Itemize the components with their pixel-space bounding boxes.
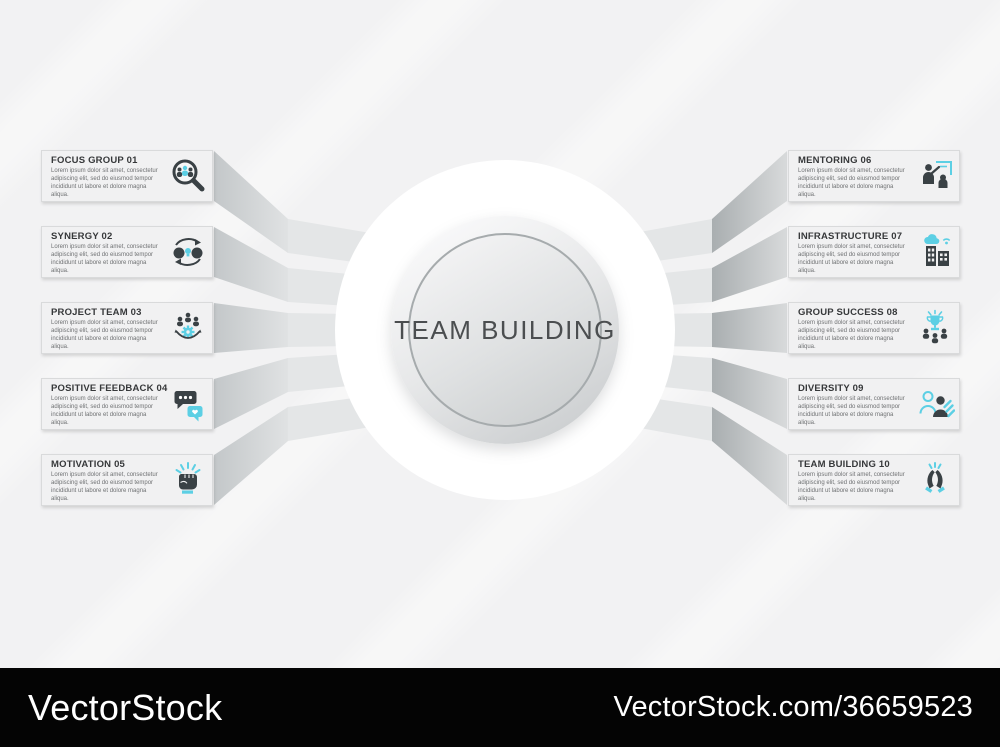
fist-rays-icon [168,460,208,500]
team-gear-icon [168,308,208,348]
card-title: SYNERGY 02 [51,231,113,242]
card-focus-group: FOCUS GROUP 01 Lorem ipsum dolor sit ame… [41,150,213,202]
magnifier-people-icon [168,156,208,196]
card-title: MOTIVATION 05 [51,459,126,470]
card-body: Lorem ipsum dolor sit amet, consectetur … [798,320,905,350]
card-body: Lorem ipsum dolor sit amet, consectetur … [798,168,905,198]
card-mentoring: MENTORING 06 Lorem ipsum dolor sit amet,… [788,150,960,202]
synergy-heads-icon [168,232,208,272]
connector-wedge [214,407,288,505]
card-title: POSITIVE FEEDBACK 04 [51,383,168,394]
card-title: TEAM BUILDING 10 [798,459,890,470]
card-positive-feedback: POSITIVE FEEDBACK 04 Lorem ipsum dolor s… [41,378,213,430]
card-body: Lorem ipsum dolor sit amet, consectetur … [798,244,905,274]
watermark-bar: VectorStock VectorStock.com/36659523 [0,668,1000,747]
card-title: DIVERSITY 09 [798,383,864,394]
connector-wedge [712,303,787,353]
card-body: Lorem ipsum dolor sit amet, consectetur … [798,472,905,502]
connector-wedge [712,227,787,302]
vectorstock-logo-text: VectorStock [28,686,223,728]
trophy-team-icon [915,308,955,348]
card-title: INFRASTRUCTURE 07 [798,231,903,242]
card-title: MENTORING 06 [798,155,872,166]
feedback-bubbles-icon [168,384,208,424]
connector-wedge [214,303,288,353]
connector-wedge [712,358,787,429]
card-body: Lorem ipsum dolor sit amet, consectetur … [51,396,158,426]
connector-wedge [214,358,288,429]
card-infrastructure: INFRASTRUCTURE 07 Lorem ipsum dolor sit … [788,226,960,278]
card-body: Lorem ipsum dolor sit amet, consectetur … [51,244,158,274]
connector-wedge [214,227,288,302]
card-title: FOCUS GROUP 01 [51,155,138,166]
card-team-building: TEAM BUILDING 10 Lorem ipsum dolor sit a… [788,454,960,506]
vectorstock-image-url: VectorStock.com/36659523 [613,691,973,723]
connector-wedge [214,151,288,253]
center-title: TEAM BUILDING [394,314,616,345]
card-synergy: SYNERGY 02 Lorem ipsum dolor sit amet, c… [41,226,213,278]
card-title: GROUP SUCCESS 08 [798,307,898,318]
card-diversity: DIVERSITY 09 Lorem ipsum dolor sit amet,… [788,378,960,430]
center-circle: TEAM BUILDING [391,216,619,444]
diversity-people-icon [915,384,956,424]
mentoring-presentation-icon [915,156,955,196]
card-project-team: PROJECT TEAM 03 Lorem ipsum dolor sit am… [41,302,213,354]
card-body: Lorem ipsum dolor sit amet, consectetur … [51,168,158,198]
card-group-success: GROUP SUCCESS 08 Lorem ipsum dolor sit a… [788,302,960,354]
buildings-cloud-icon [915,232,955,272]
connector-wedge [712,407,787,505]
center-circle-inner: TEAM BUILDING [394,233,614,427]
clapping-hands-icon [915,460,955,500]
connector-wedge [712,151,787,253]
card-body: Lorem ipsum dolor sit amet, consectetur … [798,396,905,426]
card-motivation: MOTIVATION 05 Lorem ipsum dolor sit amet… [41,454,213,506]
card-body: Lorem ipsum dolor sit amet, consectetur … [51,472,158,502]
card-title: PROJECT TEAM 03 [51,307,142,318]
card-body: Lorem ipsum dolor sit amet, consectetur … [51,320,158,350]
